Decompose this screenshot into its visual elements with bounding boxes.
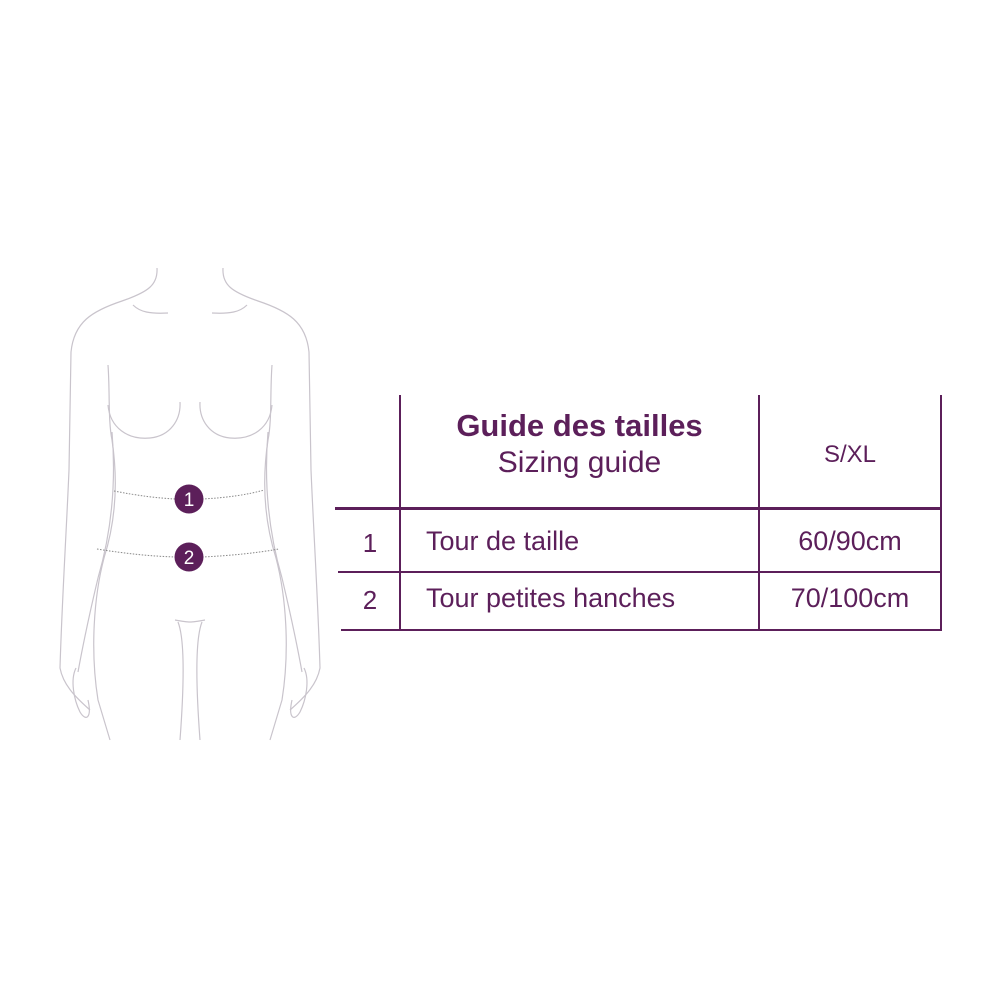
row-number: 2 bbox=[362, 585, 378, 615]
size-column-header: S/XL bbox=[823, 441, 877, 468]
table-divider bbox=[338, 571, 941, 573]
body-outline-right bbox=[189, 267, 321, 741]
table-divider bbox=[758, 395, 760, 630]
table-divider bbox=[940, 395, 942, 630]
table-divider bbox=[399, 395, 401, 630]
row-size-value: 70/100cm bbox=[790, 583, 910, 613]
marker-2-circle bbox=[174, 542, 204, 572]
marker-1-circle bbox=[174, 484, 204, 514]
row-number: 1 bbox=[362, 528, 378, 558]
row-measurement-name: Tour petites hanches bbox=[426, 583, 676, 613]
hip-measure-line bbox=[96, 548, 280, 558]
table-title-french: Guide des tailles bbox=[456, 408, 703, 443]
table-title-english: Sizing guide bbox=[497, 446, 662, 479]
table-divider bbox=[335, 507, 940, 510]
body-outline-left bbox=[59, 267, 191, 741]
row-measurement-name: Tour de taille bbox=[426, 526, 580, 556]
waist-measure-line bbox=[113, 489, 265, 500]
marker-2-label: 2 bbox=[184, 548, 195, 569]
marker-1-label: 1 bbox=[184, 490, 195, 511]
row-size-value: 60/90cm bbox=[798, 526, 902, 556]
table-divider bbox=[341, 629, 942, 631]
